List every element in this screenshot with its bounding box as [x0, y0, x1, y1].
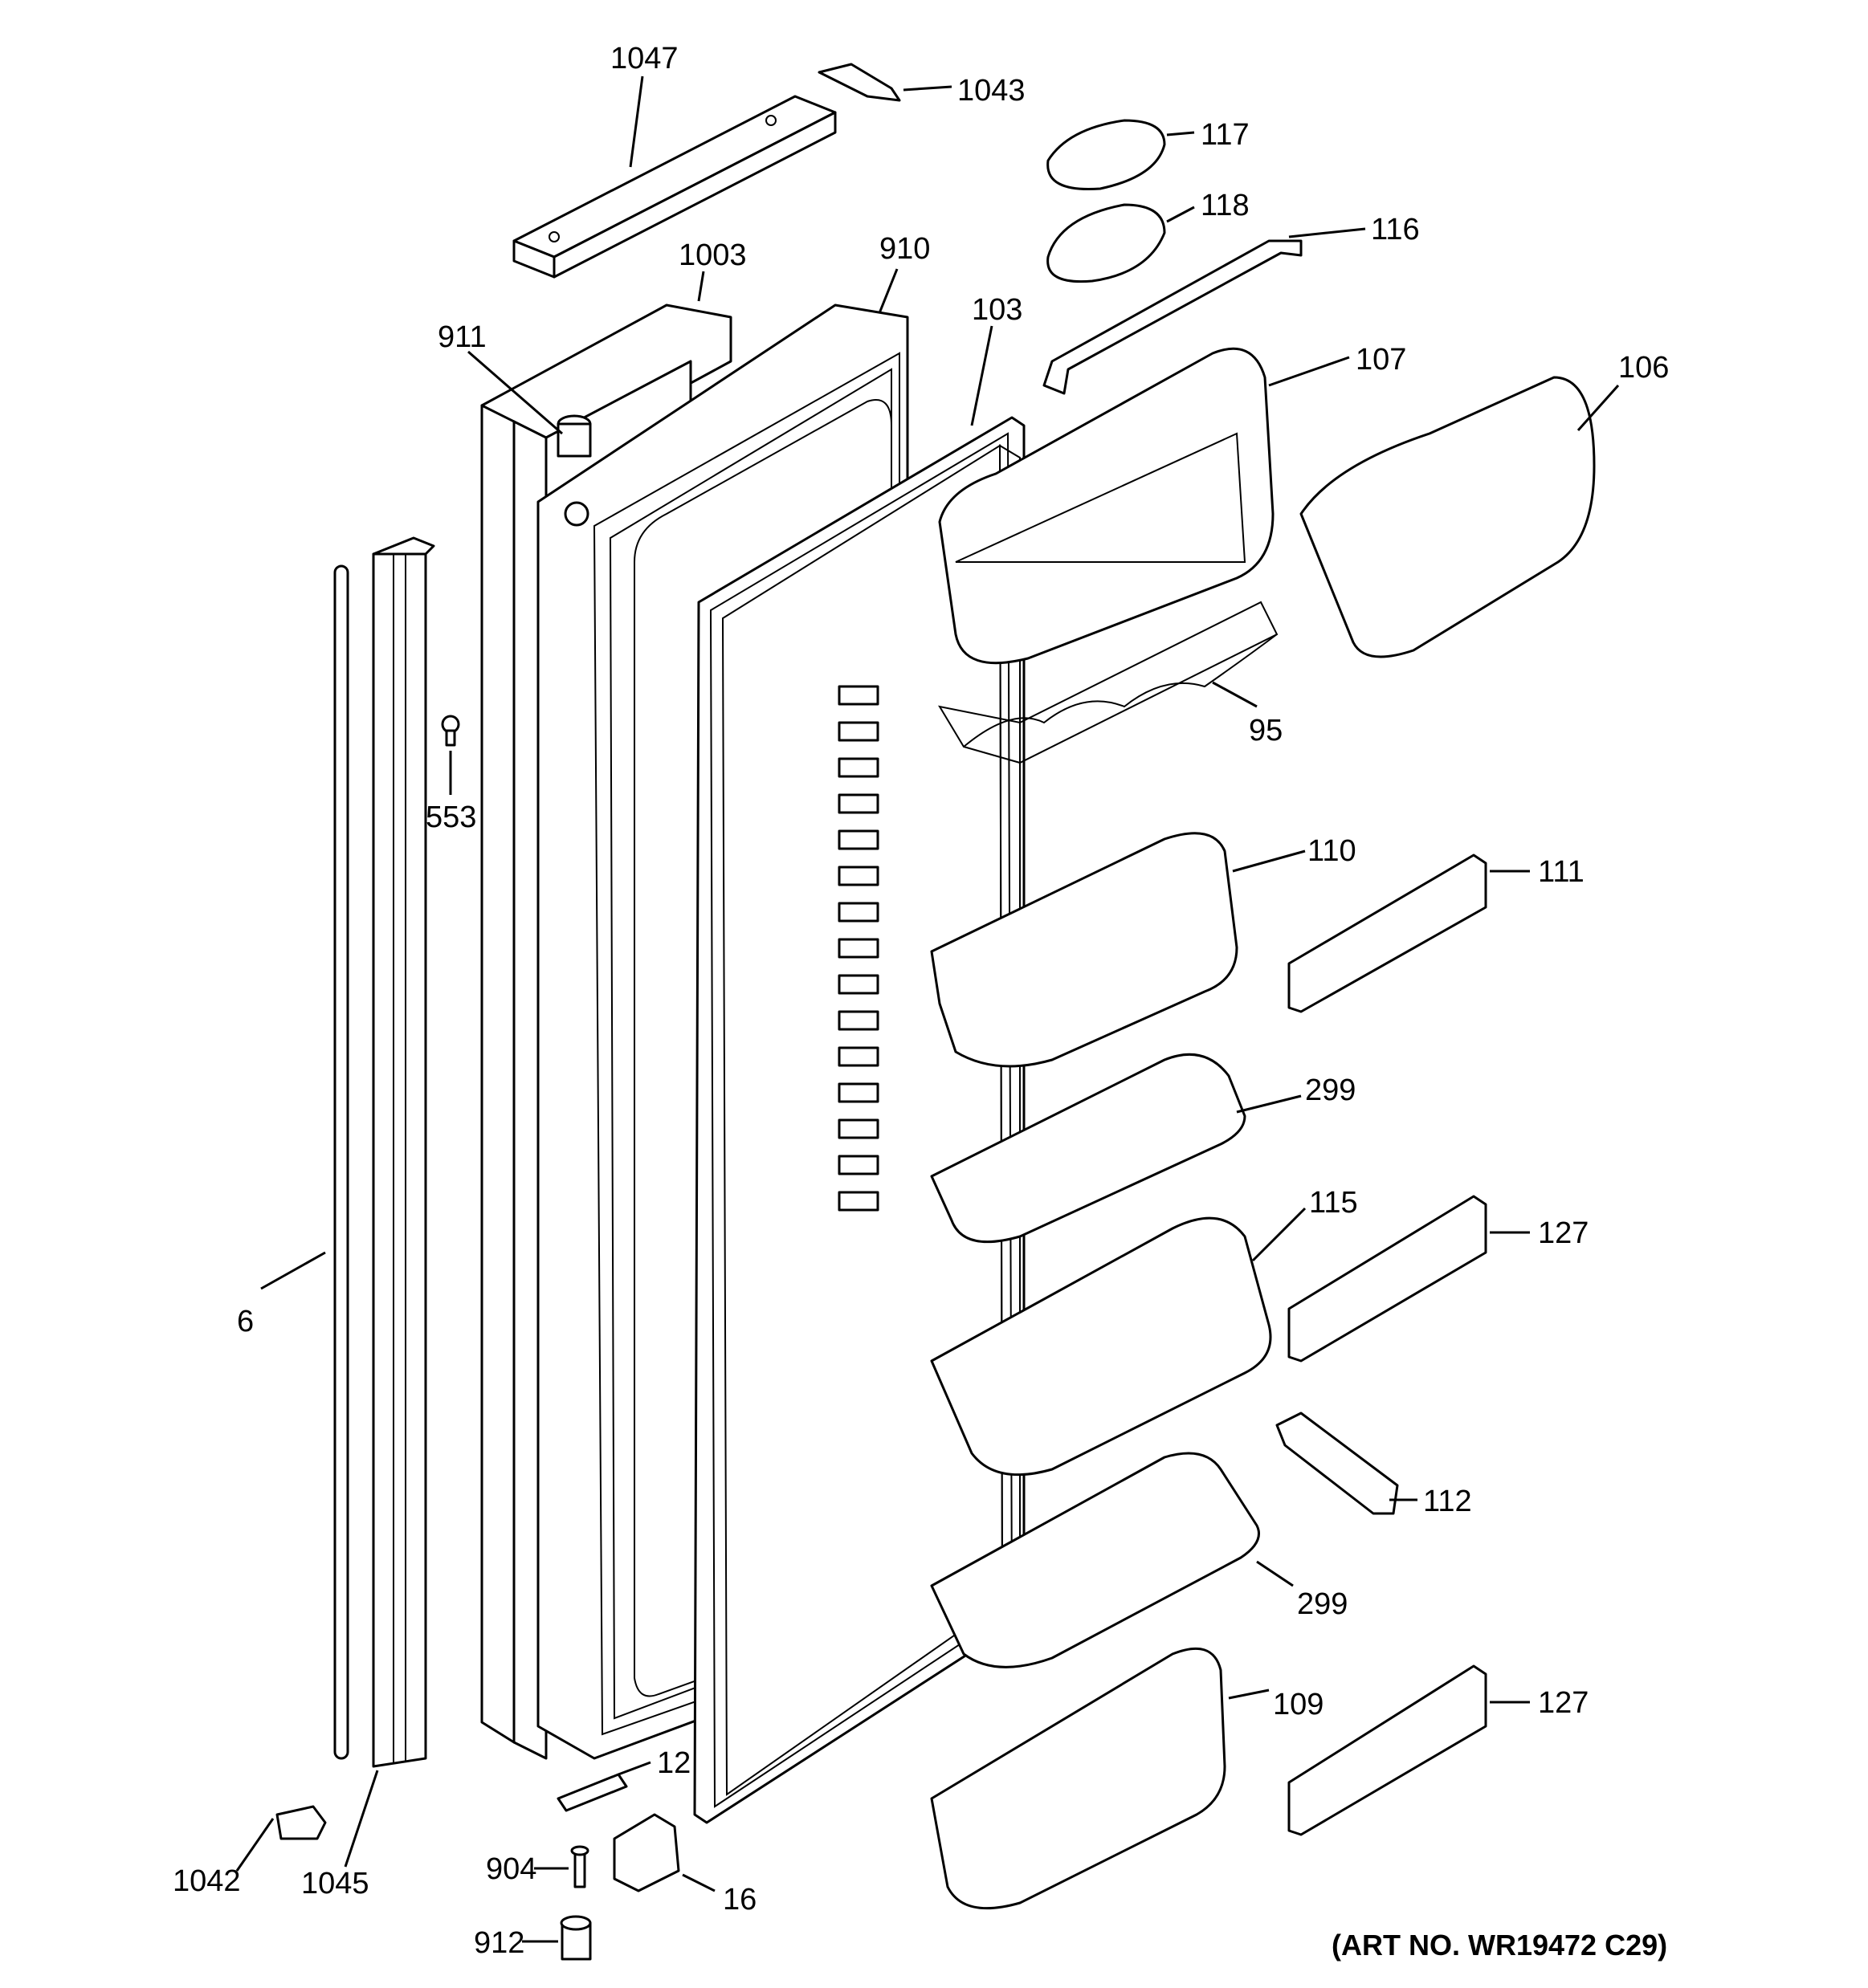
callout-299-upper: 299 [1305, 1073, 1356, 1107]
part-95-wire-rack [937, 601, 1279, 764]
part-1045-side-trim [372, 536, 435, 1768]
shelf-supports [838, 685, 879, 1212]
callout-6: 6 [237, 1305, 254, 1338]
callout-1047: 1047 [610, 42, 679, 75]
callout-107: 107 [1356, 343, 1406, 377]
part-12-hinge-plate [557, 1773, 628, 1812]
part-109-bin [930, 1647, 1226, 1910]
part-553-screw [441, 715, 460, 747]
part-299-shelf-upper [930, 1053, 1246, 1244]
callout-910: 910 [879, 232, 930, 266]
callout-912: 912 [474, 1926, 524, 1960]
callout-127-lower: 127 [1538, 1686, 1589, 1720]
part-16-hinge-cover [613, 1813, 680, 1892]
callout-103: 103 [972, 293, 1022, 327]
part-299-shelf-lower [930, 1452, 1260, 1668]
part-115-bin [930, 1216, 1272, 1477]
part-6-rod [333, 564, 349, 1760]
part-1047-top-trim [512, 95, 837, 279]
part-110-bin [930, 832, 1238, 1068]
callout-1043: 1043 [957, 74, 1026, 108]
callout-117: 117 [1201, 118, 1250, 152]
part-1043-clip [818, 63, 901, 102]
part-112-bracket [1275, 1412, 1399, 1515]
part-127-bin-front-lower [1287, 1664, 1487, 1836]
callout-911: 911 [438, 320, 487, 354]
callout-553: 553 [426, 800, 476, 834]
part-118-knob-base [1046, 203, 1166, 283]
callout-904: 904 [486, 1852, 536, 1886]
art-number: (ART NO. WR19472 C29) [1332, 1929, 1667, 1962]
callout-12: 12 [657, 1746, 691, 1780]
callout-127-upper: 127 [1538, 1216, 1589, 1250]
callout-16: 16 [723, 1883, 757, 1917]
callout-110: 110 [1307, 834, 1356, 868]
callout-106: 106 [1618, 351, 1669, 385]
callout-109: 109 [1273, 1688, 1324, 1721]
part-111-bin-front [1287, 853, 1487, 1013]
part-117-knob [1046, 119, 1166, 191]
leader-lines [235, 75, 1620, 1943]
callout-116: 116 [1371, 213, 1420, 246]
part-116-bracket [1042, 239, 1303, 395]
callout-299-lower: 299 [1297, 1587, 1348, 1621]
callout-118: 118 [1201, 189, 1250, 222]
callout-112: 112 [1423, 1485, 1472, 1518]
part-127-bin-front-upper [1287, 1195, 1487, 1363]
part-912-bushing [560, 1915, 592, 1961]
callout-1045: 1045 [301, 1867, 369, 1900]
callout-115: 115 [1309, 1186, 1358, 1220]
callout-1003: 1003 [679, 238, 747, 272]
part-107-dairy-bin [938, 347, 1275, 665]
part-106-dairy-door [1299, 376, 1596, 658]
callout-1042: 1042 [173, 1864, 241, 1898]
part-904-screw [570, 1845, 589, 1888]
callout-111: 111 [1538, 855, 1585, 889]
callout-95: 95 [1249, 714, 1283, 748]
part-1042-clip [275, 1805, 327, 1840]
